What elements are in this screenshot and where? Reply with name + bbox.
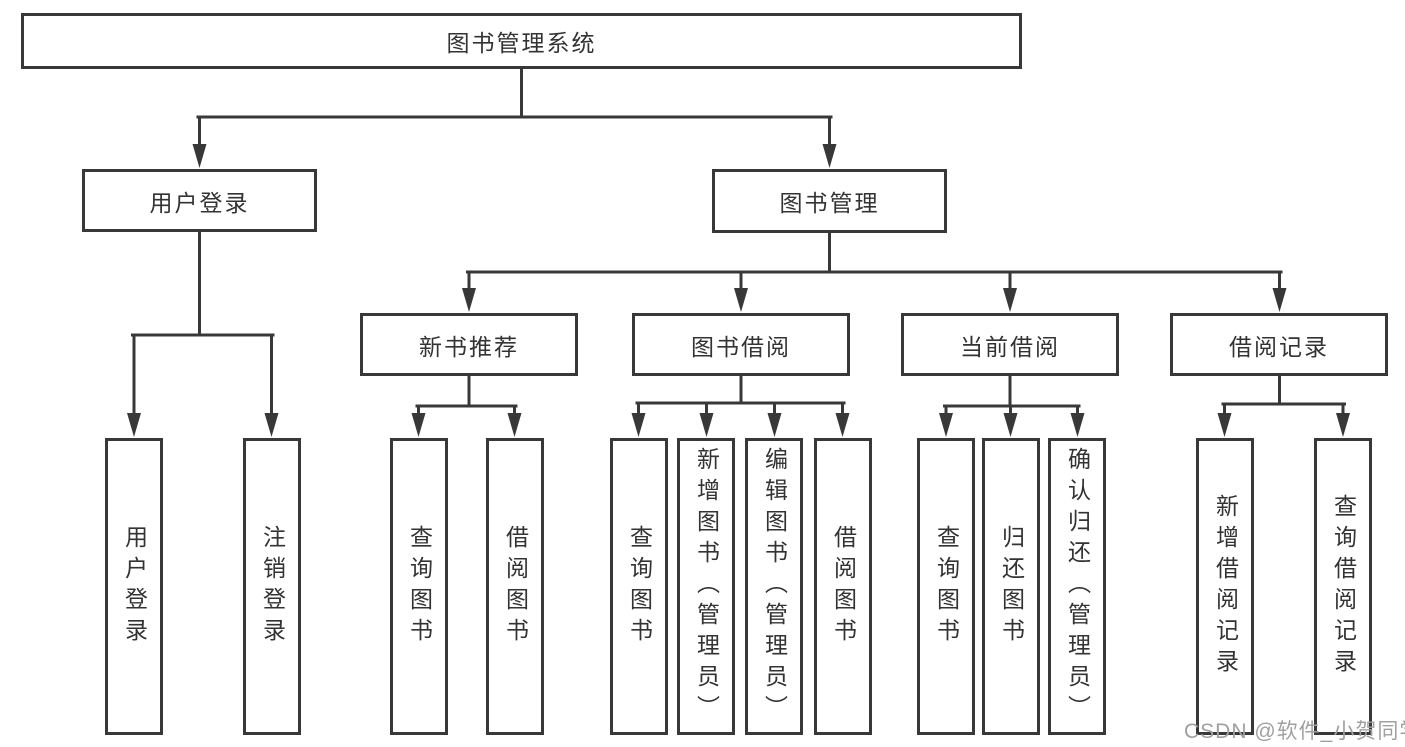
- connector-root-to-level2: [192, 67, 837, 168]
- node-user-login-label: 用户登录: [149, 189, 250, 216]
- leaf-bb-edit-book-admin-label: 编辑图书（管理员）: [761, 447, 788, 726]
- connector-userlogin-leaves: [127, 230, 279, 437]
- leaf-bb-borrow-books: 借阅图书: [814, 438, 872, 735]
- leaf-cb-query-books: 查询图书: [917, 438, 975, 735]
- leaf-cb-confirm-return-admin-label: 确认归还（管理员）: [1064, 447, 1091, 726]
- leaf-bb-edit-book-admin: 编辑图书（管理员）: [745, 438, 803, 735]
- leaf-cb-return-books: 归还图书: [982, 438, 1040, 735]
- leaf-bb-add-book-admin: 新增图书（管理员）: [677, 438, 735, 735]
- leaf-logout: 注销登录: [243, 438, 301, 735]
- node-root-system: 图书管理系统: [21, 13, 1022, 69]
- connector-borrowingrecords-leaves: [1217, 374, 1350, 437]
- leaf-nbr-query-books-label: 查询图书: [406, 524, 433, 649]
- leaf-nbr-borrow-books-label: 借阅图书: [502, 524, 529, 649]
- leaf-br-add-record-label: 新增借阅记录: [1212, 493, 1239, 680]
- leaf-br-query-record-label: 查询借阅记录: [1330, 493, 1357, 680]
- node-book-management: 图书管理: [712, 169, 947, 233]
- node-borrowing-records-label: 借阅记录: [1229, 333, 1329, 360]
- leaf-nbr-borrow-books: 借阅图书: [486, 438, 544, 735]
- csdn-watermark: CSDN @软件_小贺同学: [1184, 720, 1405, 743]
- connector-bookmgmt-to-level3: [462, 231, 1287, 312]
- leaf-nbr-query-books: 查询图书: [390, 438, 448, 735]
- leaf-cb-return-books-label: 归还图书: [998, 524, 1025, 649]
- leaf-logout-label: 注销登录: [259, 524, 286, 649]
- connector-bookborrowing-leaves: [631, 374, 850, 437]
- leaf-br-add-record: 新增借阅记录: [1196, 438, 1254, 735]
- connector-newbookrecommend-leaves: [411, 374, 522, 437]
- leaf-bb-borrow-books-label: 借阅图书: [830, 524, 857, 649]
- node-new-book-recommend: 新书推荐: [360, 313, 578, 376]
- node-book-management-label: 图书管理: [779, 190, 880, 216]
- leaf-cb-confirm-return-admin: 确认归还（管理员）: [1048, 438, 1106, 735]
- node-borrowing-records: 借阅记录: [1170, 313, 1388, 376]
- leaf-bb-query-books-label: 查询图书: [626, 524, 653, 649]
- node-user-login: 用户登录: [82, 169, 317, 232]
- node-new-book-recommend-label: 新书推荐: [419, 333, 519, 360]
- leaf-user-login-label: 用户登录: [121, 524, 148, 649]
- node-book-borrowing: 图书借阅: [632, 313, 850, 376]
- leaf-user-login: 用户登录: [105, 438, 163, 735]
- node-root-system-label: 图书管理系统: [446, 30, 597, 56]
- leaf-bb-add-book-admin-label: 新增图书（管理员）: [693, 447, 720, 726]
- leaf-cb-query-books-label: 查询图书: [933, 524, 960, 649]
- node-book-borrowing-label: 图书借阅: [691, 333, 791, 360]
- leaf-bb-query-books: 查询图书: [610, 438, 668, 735]
- leaf-br-query-record: 查询借阅记录: [1314, 438, 1372, 735]
- node-current-borrowing-label: 当前借阅: [960, 333, 1060, 360]
- connector-currentborrowing-leaves: [939, 374, 1085, 437]
- node-current-borrowing: 当前借阅: [901, 313, 1119, 376]
